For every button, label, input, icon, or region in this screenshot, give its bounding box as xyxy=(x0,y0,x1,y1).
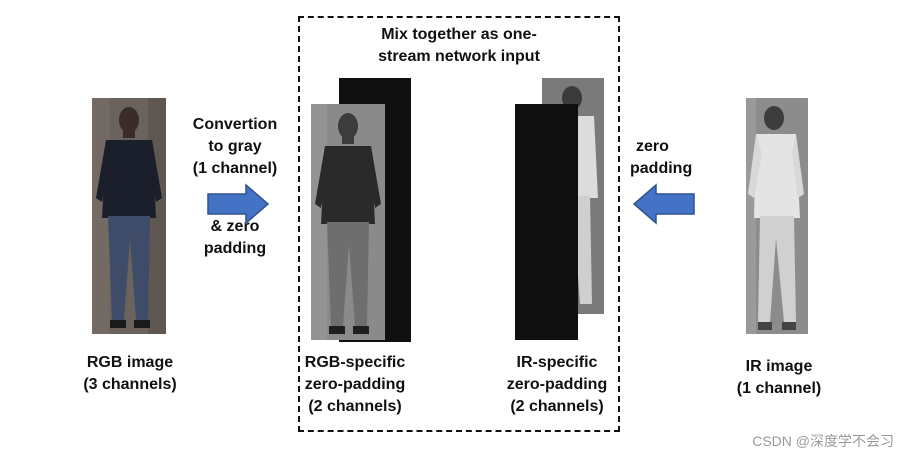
left-pointing-arrow-icon xyxy=(632,183,695,225)
ir-image-caption-line-2: (1 channel) xyxy=(736,380,822,397)
ir-specific-caption: IR-specific zero-padding (2 channels) xyxy=(492,352,622,418)
rgb-specific-caption-line-2: zero-padding xyxy=(304,376,406,393)
ir-specific-caption-line-2: zero-padding xyxy=(506,376,608,393)
left-arrow-text-line-1: Convertion xyxy=(192,116,278,133)
box-title-line-2: stream network input xyxy=(378,48,540,65)
ir-image-caption: IR image (1 channel) xyxy=(714,356,844,400)
rgb-image-caption-line-1: RGB image xyxy=(86,354,174,371)
ir-specific-caption-line-3: (2 channels) xyxy=(510,398,604,415)
ir-specific-caption-line-1: IR-specific xyxy=(516,354,598,371)
ir-input-photo xyxy=(746,98,808,334)
left-arrow-text-bottom: & zero padding xyxy=(176,216,294,260)
box-title-line-1: Mix together as one- xyxy=(381,26,537,43)
rgb-gray-photo xyxy=(311,104,385,340)
left-arrow-text-line-4: & zero xyxy=(210,218,260,235)
one-stream-input-box xyxy=(298,16,620,432)
right-arrow-text: zero padding xyxy=(630,136,712,180)
rgb-image-caption-line-2: (3 channels) xyxy=(83,376,177,393)
right-arrow-text-line-1: zero xyxy=(636,138,669,155)
right-arrow-text-line-2: padding xyxy=(630,160,693,177)
rgb-specific-caption-line-1: RGB-specific xyxy=(304,354,406,371)
ir-person-figure xyxy=(746,98,808,334)
rgb-specific-caption-line-3: (2 channels) xyxy=(308,398,402,415)
left-arrow-text-top: Convertion to gray (1 channel) xyxy=(176,114,294,180)
left-arrow-text-line-3: (1 channel) xyxy=(192,160,278,177)
ir-zero-padding-panel xyxy=(515,104,578,340)
rgb-image-caption: RGB image (3 channels) xyxy=(60,352,200,396)
rgb-input-photo xyxy=(92,98,166,334)
watermark: CSDN @深度学不会习 xyxy=(752,433,894,449)
rgb-person-figure xyxy=(92,98,166,334)
left-arrow-text-line-5: padding xyxy=(203,240,267,257)
box-title: Mix together as one- stream network inpu… xyxy=(298,24,620,68)
rgb-specific-caption: RGB-specific zero-padding (2 channels) xyxy=(290,352,420,418)
left-arrow-text-line-2: to gray xyxy=(208,138,262,155)
rgb-gray-person-figure xyxy=(311,104,385,340)
ir-image-caption-line-1: IR image xyxy=(745,358,813,375)
